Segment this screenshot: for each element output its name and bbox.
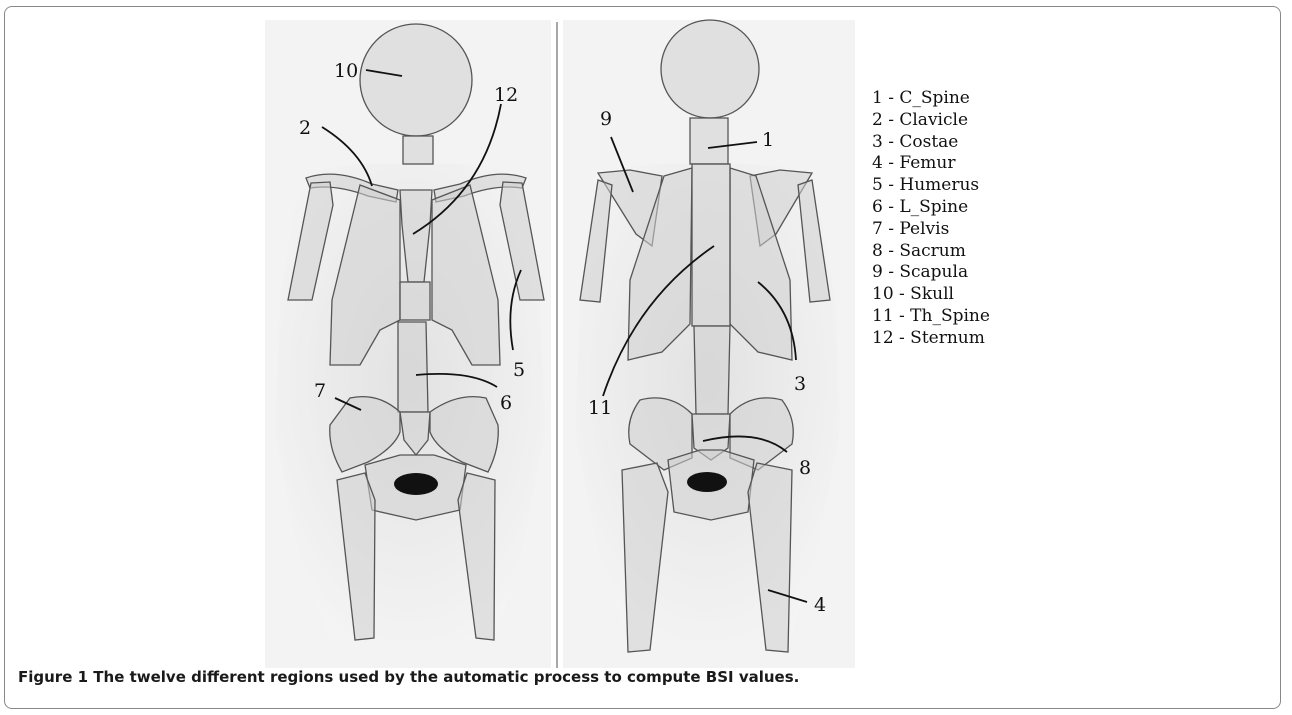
anterior-skull-region (360, 24, 472, 136)
label-sternum: 12 (494, 84, 518, 106)
label-sacrum: 8 (799, 457, 811, 479)
legend-item: 12 - Sternum (872, 328, 990, 350)
posterior-c-spine-region (690, 118, 728, 164)
label-clavicle: 2 (299, 117, 311, 139)
posterior-th-spine-region (692, 164, 730, 326)
legend-item: 6 - L_Spine (872, 197, 990, 219)
posterior-l-spine-region (694, 326, 730, 414)
legend-item: 5 - Humerus (872, 175, 990, 197)
legend-item: 4 - Femur (872, 153, 990, 175)
anterior-c-spine-region (403, 136, 433, 164)
anterior-bladder (394, 473, 438, 495)
anterior-th-spine-region (400, 282, 430, 320)
legend-item: 2 - Clavicle (872, 110, 990, 132)
label-costae: 3 (794, 373, 806, 395)
legend-item: 1 - C_Spine (872, 88, 990, 110)
label-c-spine: 1 (762, 129, 774, 151)
label-l-spine: 6 (500, 392, 512, 414)
posterior-bladder (687, 472, 727, 492)
legend-item: 10 - Skull (872, 284, 990, 306)
caption-label: Figure 1 (18, 668, 88, 686)
figure-caption: Figure 1 The twelve different regions us… (18, 668, 799, 686)
legend-item: 8 - Sacrum (872, 241, 990, 263)
label-humerus: 5 (513, 359, 525, 381)
legend-item: 11 - Th_Spine (872, 306, 990, 328)
label-scapula: 9 (600, 108, 612, 130)
caption-text: The twelve different regions used by the… (93, 668, 799, 686)
posterior-view: 1 9 11 3 8 4 (563, 20, 855, 668)
legend-item: 7 - Pelvis (872, 219, 990, 241)
label-femur: 4 (814, 594, 826, 616)
label-skull: 10 (334, 60, 358, 82)
anterior-l-spine-region (398, 322, 428, 412)
region-legend: 1 - C_Spine 2 - Clavicle 3 - Costae 4 - … (872, 88, 990, 350)
anterior-view: 10 2 12 5 6 7 (265, 20, 551, 668)
legend-item: 3 - Costae (872, 132, 990, 154)
posterior-skull-region (661, 20, 759, 118)
label-pelvis: 7 (314, 380, 326, 402)
legend-item: 9 - Scapula (872, 262, 990, 284)
label-th-spine: 11 (588, 397, 612, 419)
